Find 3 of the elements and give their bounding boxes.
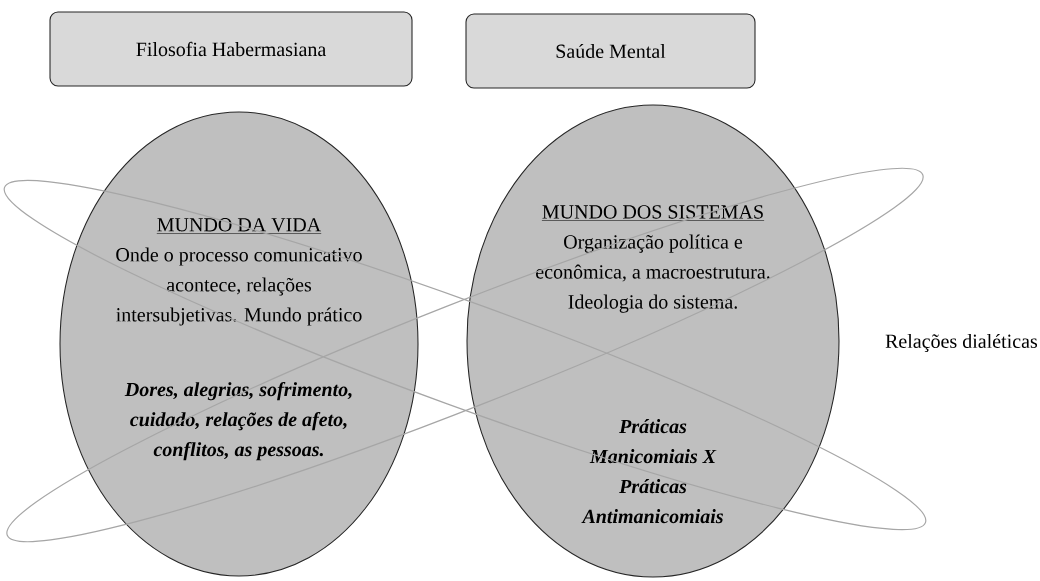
title-box: Saúde Mental	[465, 13, 756, 89]
title-box: Filosofia Habermasiana	[49, 11, 413, 87]
annotation-text: Relações dialéticas	[885, 333, 1038, 353]
